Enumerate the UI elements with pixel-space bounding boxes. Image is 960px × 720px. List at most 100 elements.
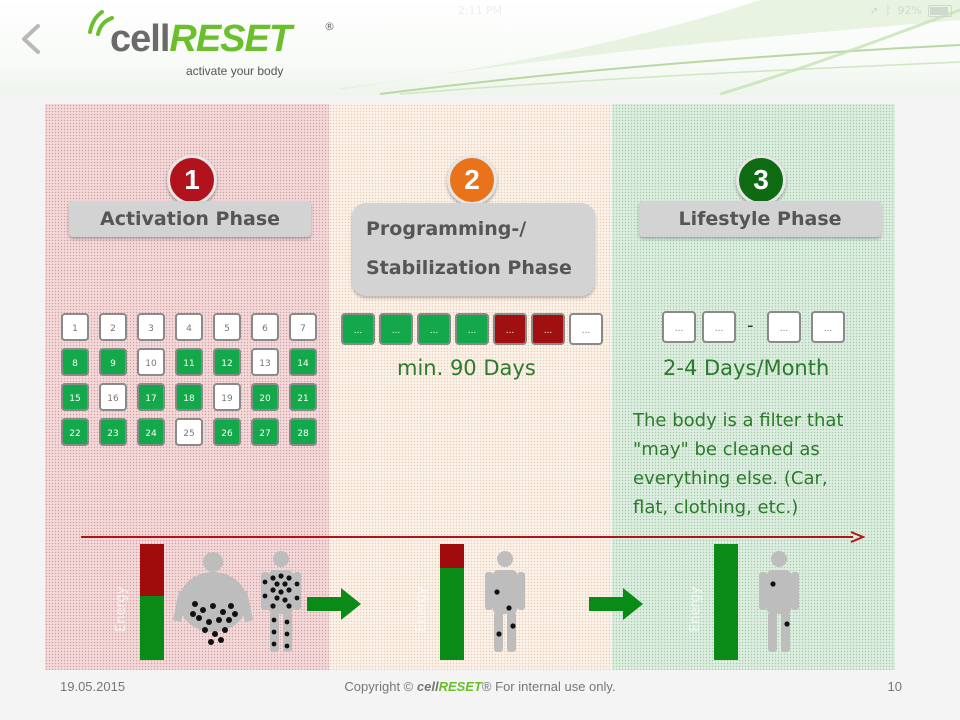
stabilization-day-box: ... xyxy=(341,313,375,345)
step-arrow-icon xyxy=(307,588,361,620)
calendar-day-box: 22 xyxy=(61,418,89,446)
copyright-prefix: Copyright © xyxy=(344,679,414,694)
phase-3-range-separator: - xyxy=(747,315,754,336)
healthy-body-figure-icon xyxy=(759,551,799,652)
app-header: cellRESET ® activate your body xyxy=(0,0,960,95)
logo-registered-mark: ® xyxy=(324,20,335,33)
lifestyle-day-box: ... xyxy=(702,311,736,343)
overweight-body-figure-icon xyxy=(173,552,253,645)
calendar-day-box: 21 xyxy=(289,383,317,411)
lifestyle-day-box: ... xyxy=(767,311,801,343)
status-time: 2:11 PM xyxy=(457,4,503,17)
phase-3-number-badge: 3 xyxy=(736,155,786,205)
energy-bar-red-segment xyxy=(140,544,164,596)
copyright-suffix: For internal use only. xyxy=(495,679,616,694)
calendar-day-box: 28 xyxy=(289,418,317,446)
calendar-day-box: 3 xyxy=(137,313,165,341)
battery-icon xyxy=(928,4,952,17)
energy-bar-red-segment xyxy=(440,544,464,568)
phase-3-duration: 2-4 Days/Month xyxy=(663,356,830,380)
battery-percent: 92% xyxy=(897,4,922,17)
stabilization-day-box: ... xyxy=(493,313,527,345)
logo-part-cell: cell xyxy=(110,18,170,60)
footer-copyright: Copyright © cellRESET® For internal use … xyxy=(0,679,960,694)
description-line: flat, clothing, etc.) xyxy=(633,497,799,518)
page-number: 10 xyxy=(887,679,902,694)
logo-leaf-icon xyxy=(88,10,114,36)
calendar-day-box: 24 xyxy=(137,418,165,446)
calendar-day-box: 15 xyxy=(61,383,89,411)
copyright-registered-mark: ® xyxy=(481,679,492,694)
timeline-arrow xyxy=(81,531,865,543)
copyright-brand-cell: cell xyxy=(416,679,439,694)
calendar-day-box: 10 xyxy=(137,348,165,376)
calendar-day-box: 2 xyxy=(99,313,127,341)
logo-wordmark: cellRESET xyxy=(110,18,292,61)
energy-bar-label: Energy xyxy=(114,586,129,632)
energy-bar-activation: Energy xyxy=(114,544,164,660)
calendar-day-box: 13 xyxy=(251,348,279,376)
calendar-day-box: 26 xyxy=(213,418,241,446)
calendar-day-box: 14 xyxy=(289,348,317,376)
description-line: everything else. (Car, xyxy=(633,468,828,489)
footer-date: 19.05.2015 xyxy=(60,679,126,694)
phase-2-title-line1: Programming-/ xyxy=(366,218,527,240)
bluetooth-icon: ᛒ xyxy=(884,4,892,17)
calendar-day-box: 20 xyxy=(251,383,279,411)
phase-1-title: Activation Phase xyxy=(69,201,311,237)
description-line: "may" be cleaned as xyxy=(633,439,820,460)
back-chevron-icon[interactable] xyxy=(18,22,46,56)
energy-bar-stabilization: Energy xyxy=(414,544,464,660)
phase-2-number-badge: 2 xyxy=(447,155,497,205)
calendar-day-box: 9 xyxy=(99,348,127,376)
cellreset-logo: cellRESET ® activate your body xyxy=(86,8,346,83)
status-bar: 2:11 PM ➚ ᛒ 92% xyxy=(0,0,960,20)
logo-part-reset: RESET xyxy=(169,18,292,60)
calendar-day-box: 6 xyxy=(251,313,279,341)
phase-2-duration: min. 90 Days xyxy=(397,356,536,380)
body-few-toxins-figure-icon xyxy=(485,551,525,652)
calendar-day-box: 27 xyxy=(251,418,279,446)
stabilization-day-box: ... xyxy=(531,313,565,345)
copyright-brand-reset: RESET xyxy=(438,679,482,694)
stabilization-day-box: ... xyxy=(569,313,603,345)
calendar-day-box: 19 xyxy=(213,383,241,411)
phase-1-number-badge: 1 xyxy=(167,155,217,205)
stabilization-day-box: ... xyxy=(417,313,451,345)
calendar-day-box: 25 xyxy=(175,418,203,446)
logo-tagline: activate your body xyxy=(186,64,284,78)
calendar-day-box: 11 xyxy=(175,348,203,376)
step-arrow-icon xyxy=(589,588,643,620)
phase-2-title-line2: Stabilization Phase xyxy=(366,257,572,279)
lifestyle-day-box: ... xyxy=(662,311,696,343)
calendar-day-box: 12 xyxy=(213,348,241,376)
lifestyle-day-box: ... xyxy=(811,311,845,343)
calendar-day-box: 4 xyxy=(175,313,203,341)
calendar-day-box: 8 xyxy=(61,348,89,376)
phase-2-title: Programming-/ Stabilization Phase xyxy=(352,203,595,296)
energy-bar-lifestyle: Energy xyxy=(688,544,738,660)
slide-footer: 19.05.2015 Copyright © cellRESET® For in… xyxy=(0,670,960,720)
energy-bar-green-segment xyxy=(440,568,464,660)
calendar-day-box: 1 xyxy=(61,313,89,341)
calendar-day-box: 18 xyxy=(175,383,203,411)
calendar-day-box: 23 xyxy=(99,418,127,446)
energy-bar-green-segment xyxy=(714,544,738,660)
calendar-day-box: 5 xyxy=(213,313,241,341)
stabilization-day-box: ... xyxy=(379,313,413,345)
energy-bar-green-segment xyxy=(140,596,164,660)
energy-bar-label: Energy xyxy=(688,586,703,632)
calendar-day-box: 7 xyxy=(289,313,317,341)
calendar-day-box: 17 xyxy=(137,383,165,411)
slide-content: 1 Activation Phase 2 Programming-/ Stabi… xyxy=(45,104,895,670)
stabilization-day-box: ... xyxy=(455,313,489,345)
phase-3-title: Lifestyle Phase xyxy=(639,201,881,237)
energy-bar-label: Energy xyxy=(414,586,429,632)
description-line: The body is a filter that xyxy=(633,410,844,431)
calendar-day-box: 16 xyxy=(99,383,127,411)
status-indicators: ➚ ᛒ 92% xyxy=(870,4,952,17)
location-icon: ➚ xyxy=(869,4,879,17)
header-swoosh-decoration xyxy=(340,0,960,95)
body-with-toxins-figure-icon xyxy=(261,551,301,652)
phase-3-description: The body is a filter that "may" be clean… xyxy=(633,406,843,522)
